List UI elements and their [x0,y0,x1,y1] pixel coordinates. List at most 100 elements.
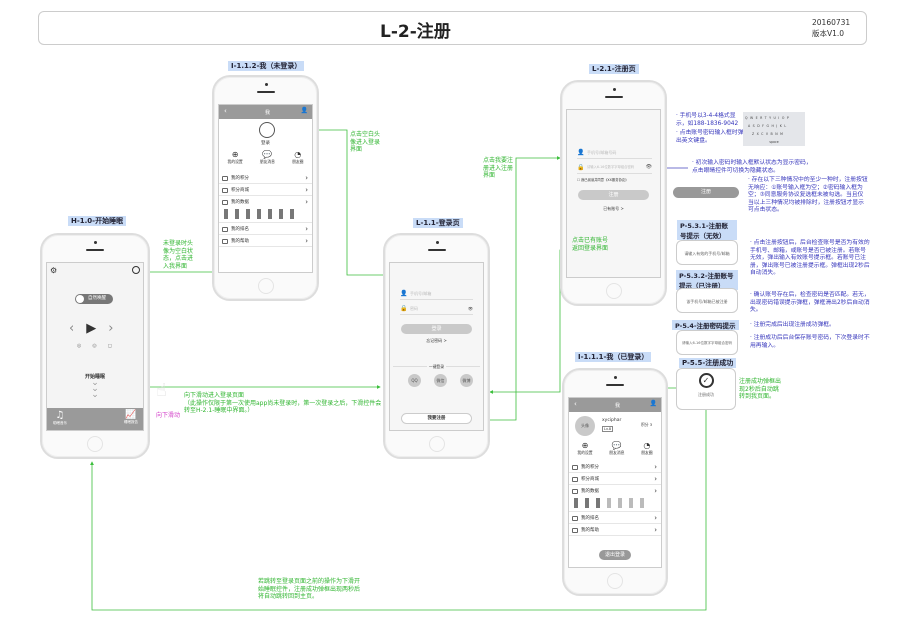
popup-password-hint: 请输入6-16位数字字母组合密码 [676,330,738,355]
quick-login-divider: 一键登录 [393,364,480,373]
gear-icon[interactable]: ⚙ [50,266,58,275]
home-button[interactable] [428,436,445,452]
start-sleep-label: 开始睡眠 [84,374,105,380]
password-input[interactable]: 🔒密码👁 [400,302,473,315]
weibo-login-button[interactable]: 微博 [460,374,473,387]
nav-title: 我 [265,110,271,116]
menu-row-help[interactable]: 我的帮助 [219,236,312,247]
menu-row-rank[interactable]: 我的排名 [569,513,661,524]
popup-success: ✓注册成功 [676,368,736,410]
avatar[interactable]: 头像 [575,416,595,436]
note-have-account: 点击已有账号返回登录界面 [572,237,609,252]
screen-label-me-guest: I-1.1.2-我（未登录） [228,61,305,71]
screen-label-login: L-1.1-登录页 [413,218,463,228]
note-back-home: 若跳转至登录页面之前的操作为下滑开始睡眠控件，注册成功弹框出现两秒后将自动跳转回… [258,578,361,600]
disabled-register-button: 注册 [673,187,739,198]
note-success2: · 注册成功后后台保存账号密码，下次登录时不用再输入。 [750,335,870,349]
agreement-checkbox[interactable]: ☐ 我已阅读并同意《XX服务协议》 [577,178,629,182]
note-guest-avatar: 未登录时头像为空白状态，点击进入我界面 [163,240,194,270]
menu-row-help[interactable]: 我的帮助 [569,525,661,536]
submit-register-button[interactable]: 注册 [578,190,649,200]
home-button[interactable] [87,436,103,452]
login-link[interactable]: 登录 [261,141,270,146]
sub-icons[interactable]: ◎◎◻ [77,343,123,349]
line-back-home [90,410,707,611]
note-btn-disabled: · 存在以下三种情况中的至少一种时，注册按钮无响应：①账号输入框为空；②密码输入… [748,177,868,213]
note-phone-format: · 手机号以3-4-4格式显示，如188-1836-9042 [676,113,739,127]
popup-label-password: P-5.4-注册密码提示 [672,320,739,330]
play-controls[interactable]: ‹▶› [69,321,126,336]
popup-label-registered: P-5.3.2-注册账号提示（已注册） [676,270,738,290]
header-box [38,11,867,45]
phone-me-user: ‹ 我 👤 头像 xyciphar Lv.8 积分 3 ⊕我的设置 💬朋友消息 ◔朋… [562,368,668,596]
menu-row-data[interactable]: 我的数据 [219,197,312,223]
hand-swipe-icon: ☝ [156,380,167,401]
register-password-input[interactable]: 🔒请输入6-16位数字字母组合密码👁 [577,161,652,174]
wechat-login-button[interactable]: 微信 [434,374,447,387]
popup-label-invalid: P-5.3.1-注册账号提示（无效） [677,220,737,240]
register-button[interactable]: 我要注册 [401,413,472,424]
moments-icon[interactable]: ◔朋友圈 [292,150,304,164]
version-info: 20160731 版本V1.0 [812,17,850,39]
screen-label-sleep: H-1.0-开始睡眠 [68,216,127,226]
menu-row-points[interactable]: 我的积分 [219,173,312,184]
forgot-password-link[interactable]: 忘记密码 > [426,338,447,343]
menu-row-mall[interactable]: 积分商城 [569,474,661,485]
swipe-gesture-label: 向下滑动 [156,412,181,419]
message-icon[interactable]: 💬朋友消息 [259,150,275,164]
have-account-link[interactable]: 已有账号 > [603,206,624,211]
settings-icon[interactable]: ⊕我的设置 [227,150,243,164]
music-tab[interactable]: ♫助眠音乐 [53,410,67,425]
menu-row-rank[interactable]: 我的排名 [219,224,312,235]
note-check-pwd: · 确认账号存在后，检查密码是否匹配。若无，出现密码错误提示弹框，弹框滑出2秒后… [750,292,870,313]
report-tab[interactable]: 📈睡眠报告 [124,410,138,424]
popup-registered-account: 该手机号/邮箱已被注册 [676,288,738,313]
phone-register: 👤手机号/邮箱号码 🔒请输入6-16位数字字母组合密码👁 ☐ 我已阅读并同意《X… [560,80,667,306]
username-input[interactable]: 👤手机号/邮箱 [400,287,473,300]
home-button[interactable] [605,283,622,299]
note-pwd-visible: · 初次输入密码时输入框默认状态为显示密码，点击眼睛控件可切换为隐藏状态。 [692,160,812,174]
check-circle-icon: ✓ [698,373,714,388]
nav-title: 我 [615,403,621,409]
natural-wake-toggle[interactable]: 自然唤醒 [75,294,113,304]
menu-row-points[interactable]: 我的积分 [569,462,661,473]
back-icon[interactable]: ‹ [224,107,227,115]
screen-label-me-user: I-1.1.1-我（已登录） [575,352,652,362]
message-icon[interactable]: 💬朋友消息 [609,441,625,455]
account-input[interactable]: 👤手机号/邮箱号码 [577,146,652,159]
phone-login: 👤手机号/邮箱 🔒密码👁 登录 忘记密码 > 一键登录 QQ 微信 微博 我要注… [383,233,490,459]
note-tap-avatar: 点击空白头像进入登录界面 [350,131,381,153]
screen-label-register: L-2.1-注册页 [589,64,639,74]
version: 版本V1.0 [812,29,845,38]
home-button[interactable] [257,278,274,294]
user-icon[interactable] [132,266,140,274]
popup-invalid-account: 请输入有效的手机号/邮箱 [676,240,738,265]
note-tap-register: 点击我要注册进入注册界面 [483,157,514,179]
qq-login-button[interactable]: QQ [408,374,421,387]
back-icon[interactable]: ‹ [574,400,577,408]
note-success-jump: 注册成功弹框出现2秒后自动跳转到我页面。 [739,378,782,400]
chevron-down-icon[interactable]: ⌄⌄⌄ [91,378,99,400]
note-keyboard: · 点击账号密码输入框时弹出英文键盘。 [676,130,744,144]
avatar[interactable] [259,122,275,138]
settings-icon[interactable]: ⊕我的设置 [577,441,593,455]
phone-me-guest: ‹ 我 👤 登录 ⊕我的设置 💬朋友消息 ◔朋友圈 我的积分 积分商城 我的数据 我… [212,75,319,301]
username: xyciphar [602,418,622,423]
note-swipe: 向下滑动进入登录页面（此操作仅限于第一次使用app尚未登录时，第一次登录之后，下… [184,392,382,414]
page-title: L-2-注册 [380,22,451,42]
phone-sleep: ⚙ 自然唤醒 ‹▶› ◎◎◻ 开始睡眠 ⌄⌄⌄ ♫助眠音乐 📈睡眠报告 [40,233,150,459]
login-button[interactable]: 登录 [401,324,472,334]
menu-row-data[interactable]: 我的数据 [569,486,661,512]
points-badge[interactable]: 积分 3 [641,422,653,427]
note-check-account: · 点击注册按钮后，后台检查账号是否为有效的手机号、邮箱，或账号是否已被注册。若… [750,240,870,276]
add-friend-icon[interactable]: 👤 [649,400,657,407]
home-button[interactable] [607,573,623,589]
add-friend-icon[interactable]: 👤 [300,107,308,114]
popup-label-success: P-5.5-注册成功 [679,358,737,368]
date: 20160731 [812,18,851,27]
level-badge: Lv.8 [602,426,614,432]
logout-button[interactable]: 退出登录 [599,550,631,560]
moments-icon[interactable]: ◔朋友圈 [641,441,653,455]
menu-row-mall[interactable]: 积分商城 [219,185,312,196]
